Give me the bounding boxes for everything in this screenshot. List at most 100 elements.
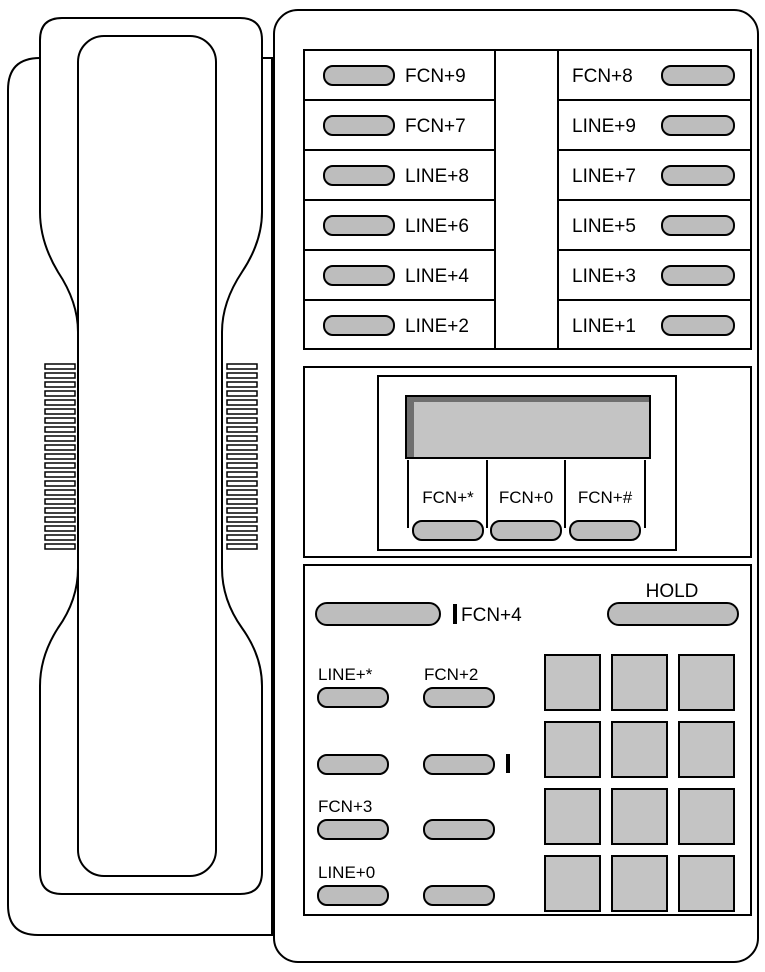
feature-button[interactable] (317, 885, 389, 906)
keypad-key[interactable] (678, 654, 735, 711)
grille-slot (226, 363, 258, 370)
programmable-button-left[interactable] (323, 115, 395, 136)
keypad-key[interactable] (544, 654, 601, 711)
grille-slot (44, 417, 76, 424)
keypad-key[interactable] (544, 788, 601, 845)
feature-button[interactable] (317, 819, 389, 840)
grille-slot (44, 480, 76, 487)
grille-slot (226, 390, 258, 397)
programmable-button-right[interactable] (661, 315, 735, 336)
softkey-button[interactable] (412, 520, 484, 541)
hold-label: HOLD (646, 581, 699, 602)
grille-slot (226, 480, 258, 487)
keypad-key[interactable] (611, 855, 668, 912)
grille-slot (226, 489, 258, 496)
feature-button[interactable] (423, 687, 495, 708)
grille-slot (44, 453, 76, 460)
grille-slot (226, 543, 258, 550)
keypad-key[interactable] (678, 788, 735, 845)
grille-slot (44, 543, 76, 550)
softkey-label: FCN+# (578, 488, 633, 507)
grille-slot (44, 471, 76, 478)
long-button[interactable] (315, 602, 441, 626)
grille-slot (44, 525, 76, 532)
keypad-key[interactable] (678, 721, 735, 778)
feature-button[interactable] (423, 754, 495, 775)
display-section: FCN+* FCN+0 FCN+# (303, 366, 752, 558)
hold-button[interactable] (607, 602, 739, 626)
programmable-button-label: FCN+9 (405, 66, 466, 87)
programmable-button-label: FCN+8 (572, 66, 633, 87)
feature-button[interactable] (423, 819, 495, 840)
long-button-marker (453, 604, 457, 624)
feature-button[interactable] (317, 687, 389, 708)
grille-slot (226, 417, 258, 424)
programmable-button-right[interactable] (661, 215, 735, 236)
grille-slot (226, 471, 258, 478)
programmable-button-left[interactable] (323, 265, 395, 286)
grille-slot (44, 426, 76, 433)
grille-slot (226, 534, 258, 541)
grille-slot (226, 444, 258, 451)
speaker-grille-left (44, 363, 76, 550)
grille-slot (226, 453, 258, 460)
grille-slot (44, 489, 76, 496)
lcd-screen (405, 395, 651, 459)
grille-slot (226, 381, 258, 388)
programmable-button-label: LINE+2 (405, 316, 469, 337)
feature-button[interactable] (317, 754, 389, 775)
programmable-button-left[interactable] (323, 215, 395, 236)
grille-slot (44, 498, 76, 505)
grille-slot (44, 516, 76, 523)
programmable-button-left[interactable] (323, 65, 395, 86)
programmable-button-label: LINE+6 (405, 216, 469, 237)
feature-button-label: LINE+* (318, 665, 373, 684)
programmable-button-right[interactable] (661, 165, 735, 186)
feature-button-label: FCN+3 (318, 797, 372, 816)
keypad-key[interactable] (611, 788, 668, 845)
speaker-grille-right (226, 363, 258, 550)
grille-slot (44, 507, 76, 514)
programmable-button-label: LINE+4 (405, 266, 469, 287)
programmable-button-label: LINE+7 (572, 166, 636, 187)
grille-slot (44, 372, 76, 379)
grille-slot (226, 525, 258, 532)
grille-slot (44, 534, 76, 541)
softkey-button[interactable] (569, 520, 641, 541)
softkey-button[interactable] (490, 520, 562, 541)
programmable-button-label: LINE+1 (572, 316, 636, 337)
programmable-button-label: LINE+3 (572, 266, 636, 287)
feature-marker (506, 754, 510, 773)
grille-slot (44, 444, 76, 451)
softkey-label: FCN+0 (499, 488, 553, 507)
grille-slot (44, 381, 76, 388)
grille-slot (44, 462, 76, 469)
keypad-key[interactable] (611, 654, 668, 711)
grille-slot (226, 462, 258, 469)
keypad-key[interactable] (678, 855, 735, 912)
keypad-key[interactable] (611, 721, 668, 778)
grille-slot (44, 408, 76, 415)
programmable-button-left[interactable] (323, 315, 395, 336)
feature-button[interactable] (423, 885, 495, 906)
programmable-button-left[interactable] (323, 165, 395, 186)
programmable-button-right[interactable] (661, 65, 735, 86)
programmable-button-right[interactable] (661, 115, 735, 136)
grille-slot (226, 516, 258, 523)
feature-button-label: FCN+2 (424, 665, 478, 684)
keypad-key[interactable] (544, 721, 601, 778)
feature-button-label: LINE+0 (318, 863, 375, 882)
programmable-button-label: LINE+8 (405, 166, 469, 187)
programmable-button-label: FCN+7 (405, 116, 466, 137)
grille-slot (226, 498, 258, 505)
grille-slot (44, 363, 76, 370)
grille-slot (44, 390, 76, 397)
keypad-key[interactable] (544, 855, 601, 912)
programmable-button-right[interactable] (661, 265, 735, 286)
grille-slot (226, 399, 258, 406)
softkey-label: FCN+* (422, 488, 474, 507)
grille-slot (226, 435, 258, 442)
grille-slot (44, 399, 76, 406)
long-button-label: FCN+4 (461, 605, 522, 626)
